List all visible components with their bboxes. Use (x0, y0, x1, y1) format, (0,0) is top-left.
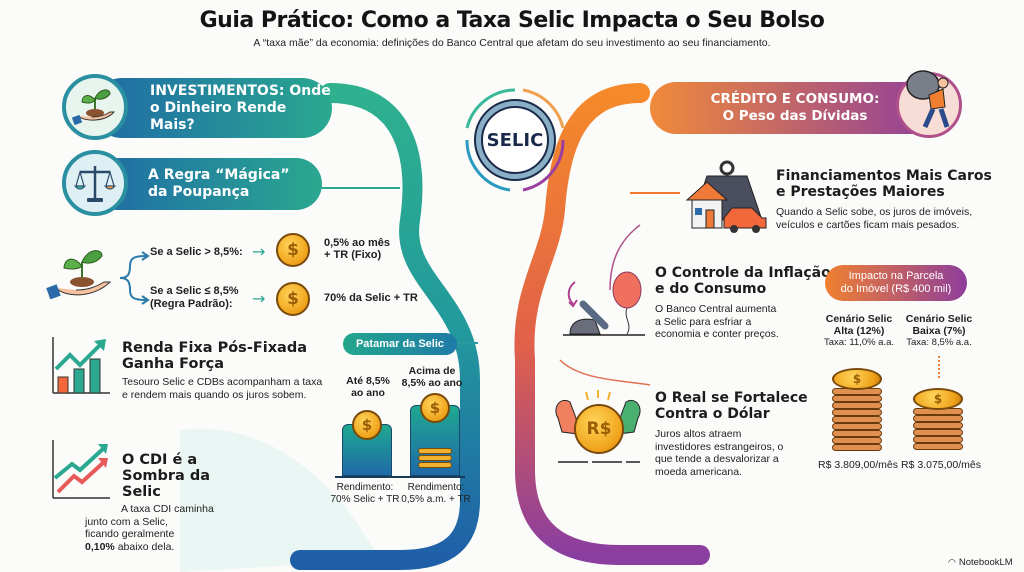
rule-2-condition: Se a Selic ≤ 8,5% (Regra Padrão): (150, 285, 239, 310)
financiamentos-text: Quando a Selic sobe, os juros de imóveis… (776, 206, 973, 231)
patamar-col2-bottom: Rendimento: 0,5% a.m. + TR (401, 482, 471, 505)
poupanca-title-line1: A Regra “Mágica” (148, 167, 290, 183)
arrow-right-icon: → (252, 242, 266, 261)
poupanca-header: A Regra “Mágica” da Poupança (90, 158, 322, 210)
real-title: O Real se Fortalece Contra o Dólar (655, 390, 808, 422)
investimentos-title-line1: INVESTIMENTOS: Onde (150, 82, 331, 99)
scenario-low-header: Cenário Selic Baixa (7%) Taxa: 8,5% a.a. (905, 313, 973, 348)
scenario-low-value: R$ 3.075,00/mês (901, 459, 981, 471)
arrow-right-icon: → (252, 289, 266, 308)
footer-brand: ◠ NotebookLM (948, 557, 1013, 568)
weight-house-car-icon (685, 160, 767, 233)
balloon-lever-icon (563, 271, 645, 336)
financiamentos-title: Financiamentos Mais Caros e Prestações M… (776, 168, 992, 200)
rule-2-result: 70% da Selic + TR (324, 292, 418, 304)
impacto-label: Impacto na Parcela do Imóvel (R$ 400 mil… (825, 265, 967, 301)
cdi-title: O CDI é a Sombra da Selic (122, 452, 211, 500)
patamar-label: Patamar da Selic (343, 333, 457, 355)
renda-fixa-title: Renda Fixa Pós-Fixada Ganha Força (122, 340, 308, 372)
investimentos-title-line2: o Dinheiro Rende Mais? (150, 99, 287, 133)
person-carrying-weight-icon (896, 70, 962, 138)
branch-arrows-icon (119, 251, 150, 305)
dollar-coin-icon: $ (276, 282, 310, 316)
rule-1-result: 0,5% ao mês + TR (Fixo) (324, 237, 391, 261)
scenario-high-value: R$ 3.809,00/mês (818, 459, 898, 471)
coin-stack-short-icon: $ (913, 388, 963, 450)
selic-label: SELIC (486, 130, 544, 151)
baseline (335, 476, 465, 478)
dollar-coin-icon: $ (420, 393, 450, 423)
page-title: Guia Prático: Como a Taxa Selic Impacta … (199, 8, 825, 33)
renda-fixa-text: Tesouro Selic e CDBs acompanham a taxa e… (122, 376, 323, 401)
credito-header: CRÉDITO E CONSUMO: O Peso das Dívidas (650, 82, 940, 134)
real-text: Juros altos atraem investidores estrange… (655, 428, 784, 478)
poupanca-title-line2: da Poupança (148, 184, 250, 200)
growth-chart-icon (52, 337, 110, 394)
investimentos-header: INVESTIMENTOS: Onde o Dinheiro Rende Mai… (92, 78, 332, 138)
strong-real-coin-icon: R$ (548, 388, 648, 468)
coin-stack-tall-icon: $ (832, 368, 882, 451)
inflacao-title: O Controle da Inflação e do Consumo (655, 265, 831, 297)
dotted-connector (938, 356, 940, 378)
credito-title-line1: CRÉDITO E CONSUMO: (710, 91, 880, 107)
rule-1-condition: Se a Selic > 8,5%: (150, 246, 243, 258)
dollar-coin-icon: $ (276, 233, 310, 267)
patamar-col2-top: Acima de 8,5% ao ano (401, 365, 463, 389)
selic-badge: SELIC (455, 80, 575, 200)
notebooklm-logo-icon: ◠ (948, 557, 956, 567)
patamar-col1-top: Até 8,5% ao ano (346, 375, 390, 399)
patamar-col1-bottom: Rendimento: 70% Selic + TR (330, 482, 400, 505)
real-coin-label: R$ (574, 404, 624, 454)
page-subtitle: A “taxa mãe” da economia: definições do … (253, 37, 771, 49)
coin-stack-icon (418, 448, 452, 468)
scenario-high-header: Cenário Selic Alta (12%) Taxa: 11,0% a.a… (823, 313, 895, 348)
cdi-text: A taxa CDI caminha junto com a Selic, fi… (85, 503, 214, 553)
plant-hand-small-icon (42, 240, 122, 314)
twin-trend-lines-icon (52, 440, 110, 499)
dollar-coin-icon: $ (352, 410, 382, 440)
scale-balance-icon (62, 150, 128, 216)
inflacao-text: O Banco Central aumenta a Selic para esf… (655, 303, 779, 340)
plant-in-hand-icon (62, 74, 128, 140)
credito-title-line2: O Peso das Dívidas (722, 108, 868, 124)
